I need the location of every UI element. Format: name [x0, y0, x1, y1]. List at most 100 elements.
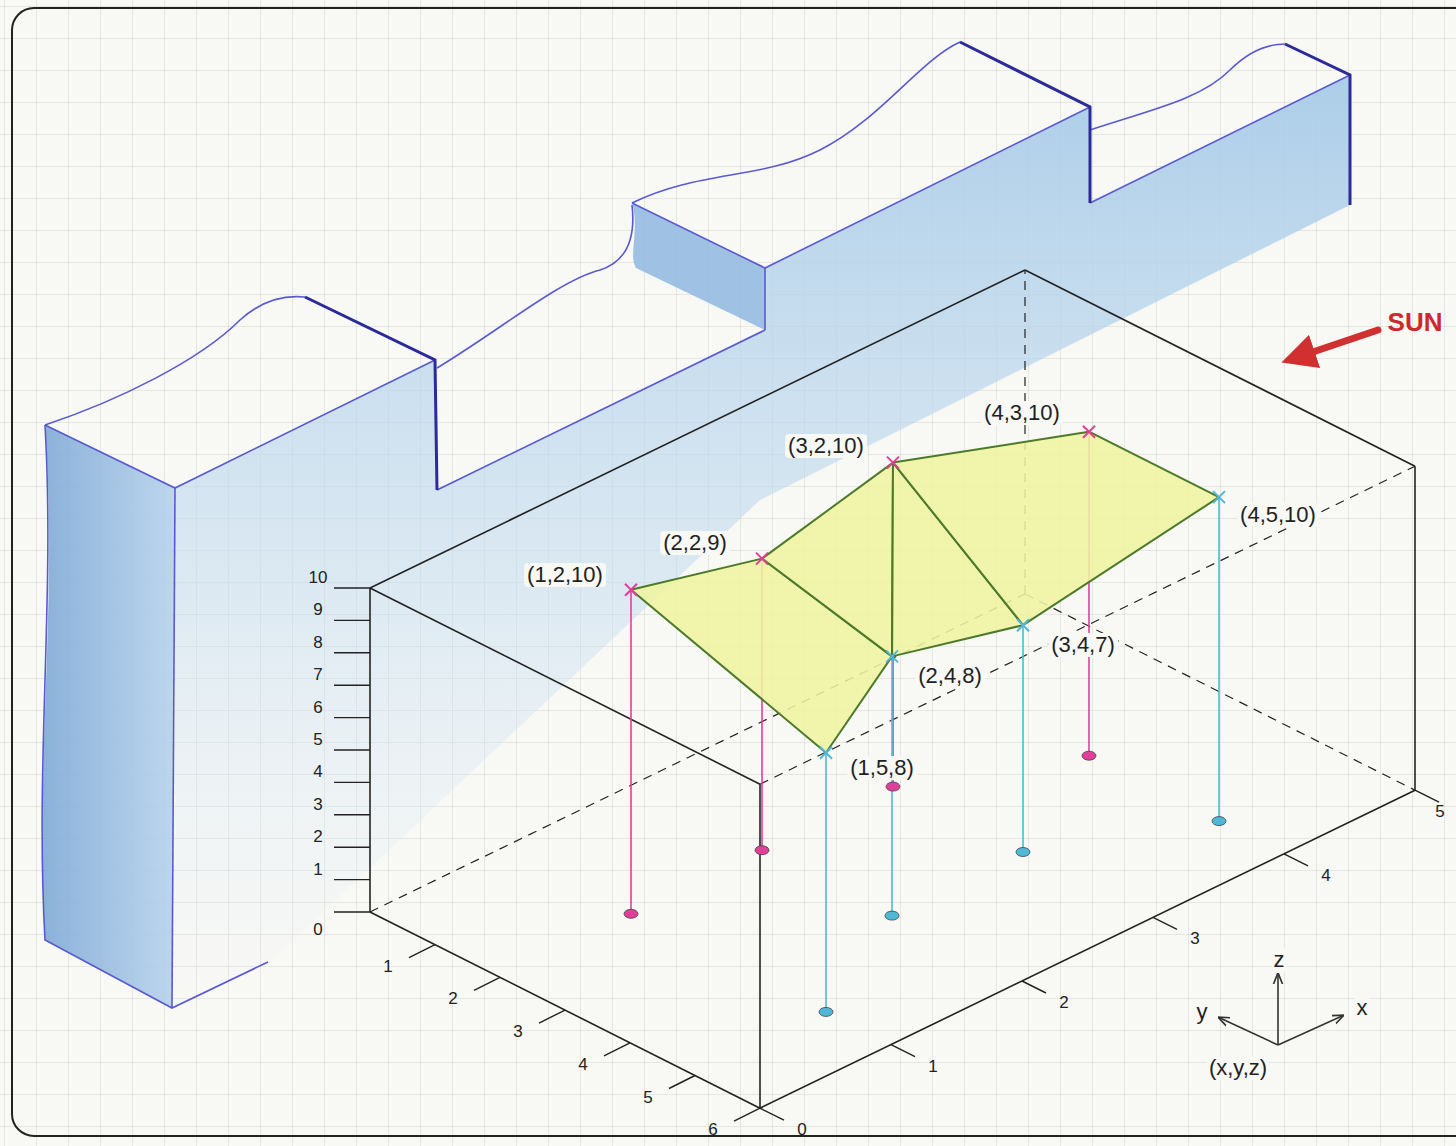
- point-marker: [1083, 426, 1095, 438]
- point-label: (4,3,10): [981, 401, 1063, 425]
- tick-mark: [474, 977, 500, 990]
- ground-dot: [1016, 848, 1030, 857]
- roof-face: [762, 463, 893, 657]
- y-ticks: [409, 945, 760, 1121]
- ground-dot: [885, 911, 899, 920]
- wall-dark-edge: [960, 42, 1090, 203]
- tick-mark: [539, 1010, 565, 1023]
- box-edge: [1025, 594, 1415, 790]
- tick-mark: [1153, 917, 1177, 929]
- wall-edge: [764, 268, 766, 330]
- tick-mark: [891, 1045, 915, 1057]
- ground-dot: [819, 1007, 833, 1016]
- wall-drawing: [42, 42, 1350, 1008]
- z-tick-label: 2: [313, 828, 322, 847]
- y-tick-label: 5: [643, 1088, 652, 1107]
- point-marker: [886, 650, 898, 662]
- z-tick-label: 9: [313, 601, 322, 620]
- tick-mark: [334, 587, 370, 588]
- x-ticks: [760, 790, 1439, 1120]
- point-label: (3,2,10): [785, 434, 867, 458]
- point-label: (2,4,8): [915, 664, 985, 688]
- projection-line: [630, 590, 632, 914]
- sun-label: SUN: [1388, 308, 1443, 337]
- tick-mark: [760, 1108, 784, 1120]
- wall-dark-edge: [305, 297, 437, 490]
- z-tick-label: 0: [313, 921, 322, 940]
- tick-mark: [334, 911, 370, 912]
- axis-legend: (x,y,z): [1207, 1056, 1269, 1080]
- axis-name: y: [1195, 1000, 1210, 1024]
- y-arrow: [1220, 1018, 1278, 1045]
- x-arrow: [1278, 1016, 1342, 1045]
- sun-arrow: [1298, 330, 1378, 357]
- box-edges: [370, 270, 1415, 1108]
- merlon-end-face: [632, 203, 765, 330]
- axis-name: x: [1355, 996, 1370, 1020]
- x-tick-label: 0: [797, 1121, 806, 1140]
- tick-mark: [334, 620, 370, 621]
- wall-top-edge: [632, 107, 1090, 268]
- x-tick-label: 1: [928, 1057, 937, 1076]
- box-edge: [1025, 270, 1415, 466]
- point-markers: [625, 426, 1225, 759]
- point-marker: [756, 553, 768, 565]
- tick-mark: [734, 1108, 760, 1121]
- tick-mark: [334, 782, 370, 783]
- point-label: (2,2,9): [660, 531, 730, 555]
- wall-top-edge: [632, 42, 960, 203]
- x-tick-label: 3: [1190, 930, 1199, 949]
- wall-end-face: [42, 425, 175, 1008]
- ground-dot: [1212, 817, 1226, 826]
- wall-edge: [42, 425, 268, 1008]
- z-tick-label: 5: [313, 731, 322, 750]
- z-ticks: [334, 588, 370, 912]
- z-tick-label: 7: [313, 666, 322, 685]
- y-tick-label: 4: [578, 1055, 587, 1074]
- tick-mark: [604, 1043, 630, 1056]
- z-tick-label: 6: [313, 698, 322, 717]
- wall-edge: [1090, 75, 1350, 203]
- wall-top-edge: [45, 360, 435, 488]
- tick-mark: [1284, 854, 1308, 866]
- point-marker: [625, 584, 637, 596]
- wall-top-edge: [45, 297, 305, 425]
- x-tick-label: 4: [1321, 866, 1330, 885]
- tick-mark: [409, 945, 435, 958]
- box-edge: [370, 912, 760, 1108]
- ground-dot: [1082, 751, 1096, 760]
- point-marker: [820, 747, 832, 759]
- point-label: (1,2,10): [524, 563, 606, 587]
- wall-edge: [172, 488, 175, 1008]
- y-tick-label: 6: [708, 1121, 717, 1140]
- point-label: (3,4,7): [1048, 633, 1118, 657]
- projection-line: [825, 753, 827, 1012]
- axis-name: z: [1272, 948, 1287, 972]
- tick-mark: [334, 879, 370, 880]
- z-tick-label: 8: [313, 633, 322, 652]
- x-tick-label: 2: [1059, 994, 1068, 1013]
- point-marker: [887, 457, 899, 469]
- z-tick-label: 1: [313, 860, 322, 879]
- page-frame: [12, 8, 1456, 1136]
- ground-dot: [886, 782, 900, 791]
- tick-mark: [334, 685, 370, 686]
- tick-mark: [334, 717, 370, 718]
- tick-mark: [334, 847, 370, 848]
- y-tick-label: 3: [513, 1023, 522, 1042]
- point-marker: [1213, 491, 1225, 503]
- axis-glyph: [1220, 975, 1342, 1045]
- tick-mark: [1415, 790, 1439, 802]
- y-tick-label: 1: [383, 957, 392, 976]
- z-arrow: [1277, 975, 1279, 1045]
- ground-dot: [755, 846, 769, 855]
- roof-faces: [631, 432, 1219, 753]
- ground-dot: [624, 909, 638, 918]
- box-edge: [1414, 466, 1416, 790]
- wall-side-face: [175, 75, 1350, 1008]
- y-tick-label: 2: [448, 990, 457, 1009]
- tick-mark: [334, 749, 370, 750]
- wall-edge: [437, 330, 765, 490]
